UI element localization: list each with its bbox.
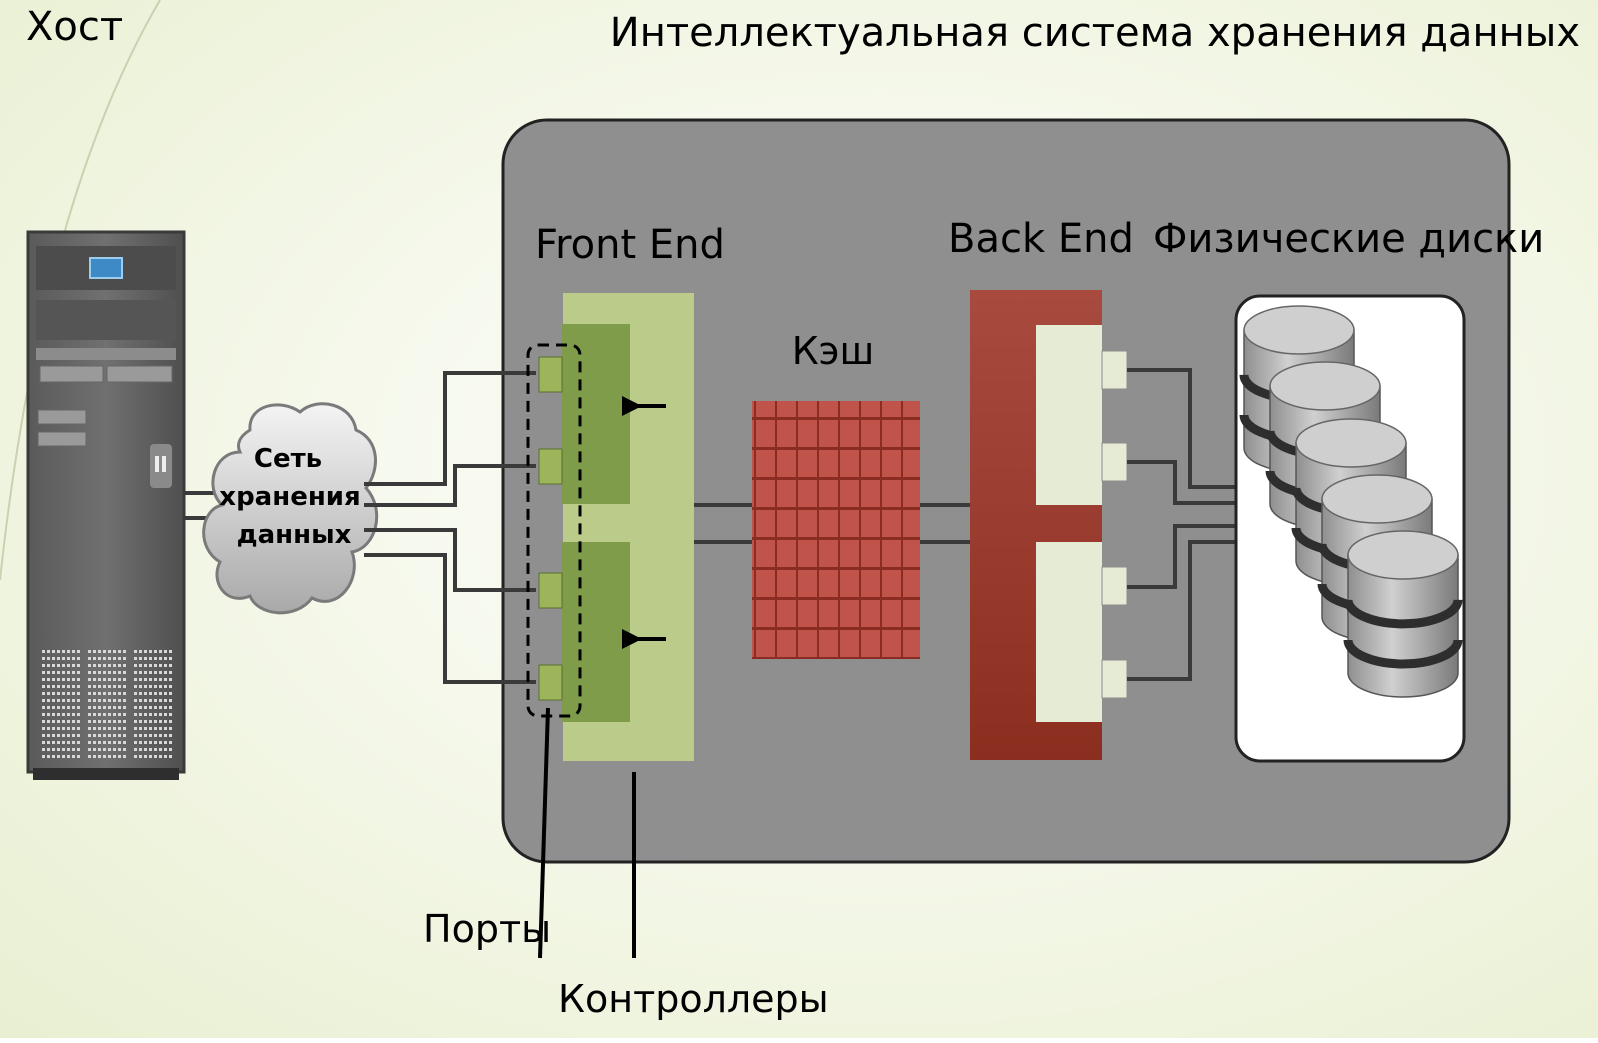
front-end-controller-bottom xyxy=(562,542,630,722)
back-end-port-3 xyxy=(1101,566,1128,606)
host-label: Хост xyxy=(26,4,123,50)
back-end-controller-bottom xyxy=(1036,542,1102,722)
front-end-port-2 xyxy=(538,448,563,485)
front-end-port-3 xyxy=(538,572,563,609)
disk-links xyxy=(1127,368,1236,681)
cache-label: Кэш xyxy=(792,329,875,373)
decorative-curve xyxy=(0,0,161,581)
disk-cylinder xyxy=(1343,530,1463,698)
front-end-label: Front End xyxy=(535,222,725,268)
back-end-port-4 xyxy=(1101,659,1128,699)
cache-block xyxy=(752,401,920,659)
host-server-icon xyxy=(26,230,186,780)
network-label-line3: данных xyxy=(237,520,352,550)
front-end-port-4 xyxy=(538,664,563,701)
disk-stack xyxy=(1239,305,1463,698)
network-label-line1: Сеть xyxy=(254,444,322,474)
physical-disks-label: Физические диски xyxy=(1153,216,1544,262)
front-end-controller-top xyxy=(562,324,630,504)
back-end-port-2 xyxy=(1101,442,1128,482)
network-label-line2: хранения xyxy=(219,482,360,512)
ports-callout-line xyxy=(538,707,550,959)
ports-label: Порты xyxy=(423,907,551,951)
ports-highlight-box xyxy=(526,343,582,718)
network-port-links xyxy=(364,371,536,684)
page-title: Интеллектуальная система хранения данных xyxy=(610,10,1580,56)
back-end-port-1 xyxy=(1101,350,1128,390)
front-end-port-1 xyxy=(538,356,563,393)
storage-network-cloud xyxy=(202,402,379,615)
cache-links xyxy=(694,503,970,544)
back-end-controller-top xyxy=(1036,325,1102,505)
controllers-label: Контроллеры xyxy=(558,977,829,1021)
rack-grille xyxy=(42,650,172,758)
back-end-label: Back End xyxy=(948,216,1134,262)
